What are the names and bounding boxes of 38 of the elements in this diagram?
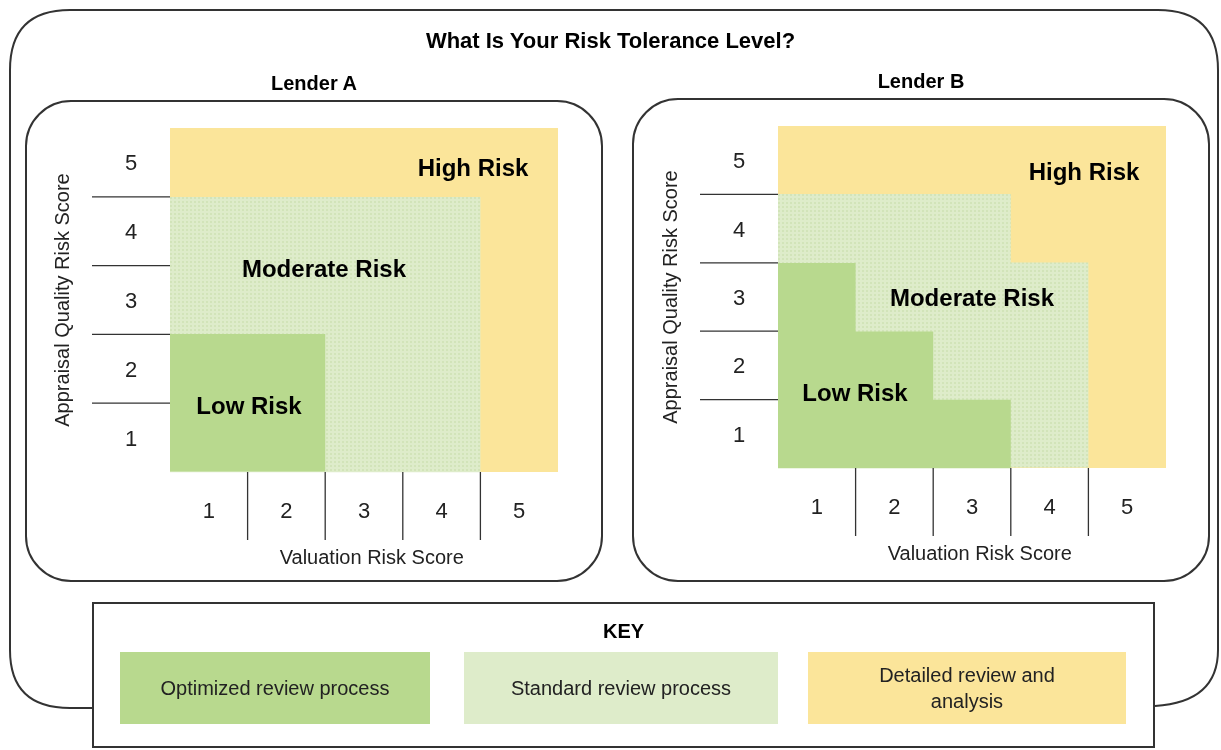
axis-number: 5 — [1121, 492, 1134, 521]
region-label: Low Risk — [196, 391, 302, 421]
axis-number: 3 — [732, 283, 746, 312]
key-heading: KEY — [601, 619, 646, 644]
axis-number: 4 — [435, 496, 448, 525]
diagram-title: What Is Your Risk Tolerance Level? — [424, 27, 797, 55]
key-box — [92, 602, 1155, 748]
axis-title: Valuation Risk Score — [887, 541, 1072, 566]
axis-number: 1 — [810, 492, 823, 521]
axis-number: 1 — [202, 496, 215, 525]
axis-title: Valuation Risk Score — [279, 545, 464, 570]
axis-number: 1 — [732, 420, 746, 449]
axis-number: 2 — [124, 355, 138, 384]
axis-number: 5 — [513, 496, 526, 525]
region-label: Low Risk — [802, 377, 908, 408]
panel-heading: Lender B — [877, 69, 965, 94]
axis-number: 3 — [124, 286, 138, 315]
axis-number: 2 — [888, 492, 901, 521]
legend-text: Optimized review process — [160, 676, 390, 701]
region-label: Moderate Risk — [889, 283, 1055, 313]
legend-text: Detailed review and analysis — [878, 663, 1056, 714]
region-label: High Risk — [417, 153, 529, 183]
axis-number: 3 — [965, 492, 979, 521]
axis-number: 3 — [357, 496, 371, 525]
region-label: High Risk — [1028, 157, 1140, 187]
legend-text: Standard review process — [510, 676, 732, 701]
axis-number: 5 — [124, 148, 138, 177]
region-label: Moderate Risk — [241, 254, 407, 284]
axis-number: 4 — [732, 215, 746, 244]
axis-number: 4 — [1043, 492, 1056, 521]
axis-title: Appraisal Quality Risk Score — [658, 170, 682, 424]
axis-number: 4 — [124, 217, 138, 246]
axis-number: 1 — [124, 424, 138, 453]
axis-title: Appraisal Quality Risk Score — [50, 173, 74, 427]
axis-number: 2 — [280, 496, 293, 525]
axis-number: 5 — [732, 146, 746, 175]
panel-heading: Lender A — [271, 71, 357, 96]
axis-number: 2 — [732, 351, 746, 380]
